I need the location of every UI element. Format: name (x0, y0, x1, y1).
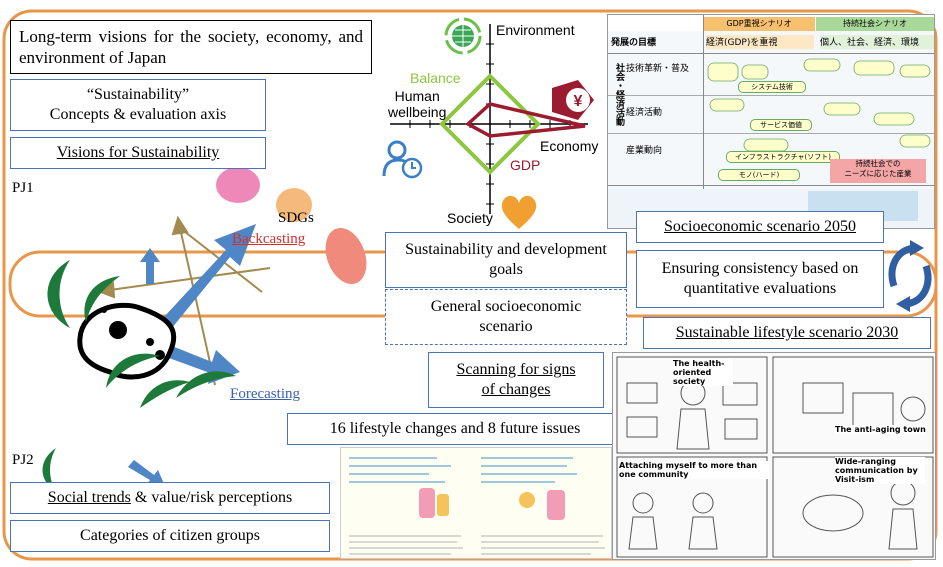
long-term-vision-box: Long-term visions for the society, econo… (10, 20, 372, 74)
sust-dev-goals-box: Sustainability and development goals (385, 232, 627, 288)
socio-2050-box: Socioeconomic scenario 2050 (636, 211, 884, 243)
cell-mono: モノ(ハード) (718, 169, 800, 181)
person-clock-icon (382, 140, 423, 179)
row-industry: 産業動向 (626, 146, 663, 156)
balance-label: Balance (410, 70, 461, 86)
cell-system: システム技術 (738, 81, 806, 93)
social-trends-rest: & value/risk perceptions (130, 489, 293, 506)
manga-widerange: Wide-ranging communication by Visit-ism (835, 457, 925, 484)
peach-blob (276, 188, 312, 222)
environment-label: Environment (496, 22, 575, 38)
value-notes-image (340, 447, 612, 559)
yen-icon: ¥ (552, 80, 594, 120)
human-wellbeing-label: Human wellbeing (388, 88, 446, 120)
lifestyle-2030-text: Sustainable lifestyle scenario 2030 (675, 324, 899, 341)
cycle-arrows-icon (888, 240, 932, 312)
ensuring-text: Ensuring consistency based on quantitati… (661, 260, 859, 297)
splat (77, 302, 177, 380)
gdp-shape (465, 102, 586, 138)
cell-service: サービス価値 (750, 119, 812, 131)
backcasting-label: Backcasting (232, 231, 306, 247)
heart-icon (501, 195, 537, 229)
society-label: Society (447, 210, 493, 226)
col-gdp-header: GDP重視シナリオ (703, 17, 815, 31)
social-trends-underlined: Social trends (47, 489, 131, 506)
economy-label: Economy (540, 138, 599, 154)
long-term-vision-text: Long-term visions for the society, econo… (19, 26, 363, 67)
sustainability-concept-box: “Sustainability” Concepts & evaluation a… (10, 79, 266, 131)
general-scenario-text: General socioeconomic scenario (430, 298, 582, 335)
socio-2050-text: Socioeconomic scenario 2050 (664, 218, 856, 235)
ensuring-box: Ensuring consistency based on quantitati… (636, 250, 884, 308)
scenario-table-image: GDP重視シナリオ 持続社会シナリオ 発展の目標 経済(GDP)を重視 個人、社… (607, 14, 935, 229)
scanning-line2: of changes (481, 381, 551, 398)
col-sustain-header: 持続社会シナリオ (816, 17, 934, 31)
yen-symbol: ¥ (574, 93, 583, 110)
pj1-label: PJ1 (12, 180, 34, 196)
goal-sustain: 個人、社会、経済、環境 (820, 35, 934, 49)
manga-anti-aging: The anti-aging town (835, 425, 926, 434)
cell-needs-line1: 持続社会での (855, 159, 901, 168)
row-tech: 技術革新・普及 (626, 64, 690, 74)
table-bubbles (707, 58, 931, 152)
human-label-line2: wellbeing (388, 104, 447, 121)
salmon-blob (325, 227, 367, 285)
gdp-label: GDP (510, 157, 541, 173)
social-trends-box: Social trends & value/risk perceptions (10, 482, 330, 514)
pj2-label: PJ2 (12, 452, 34, 468)
row-econ: 経済活動 (626, 108, 663, 118)
scanning-box: Scanning for signs of changes (428, 352, 604, 408)
globe-icon (444, 17, 482, 55)
side-label: 社会・経済活動 (610, 63, 624, 126)
manga-health: The health-oriented society (673, 359, 733, 386)
sustainability-subtitle: Concepts & evaluation axis (49, 106, 227, 123)
general-scenario-box: General socioeconomic scenario (385, 289, 627, 345)
cell-infra: インフラストラクチャ(ソフト) (726, 151, 840, 163)
sust-dev-goals-text: Sustainability and development goals (405, 241, 607, 278)
pink-blob (216, 167, 260, 203)
scanning-line1: Scanning for signs (456, 361, 576, 378)
lifestyle-changes-text: 16 lifestyle changes and 8 future issues (329, 420, 581, 437)
goal-gdp: 経済(GDP)を重視 (706, 35, 814, 49)
manga-attaching: Attaching myself to more than one commun… (619, 461, 769, 479)
lifestyle-2030-box: Sustainable lifestyle scenario 2030 (643, 317, 931, 349)
row-goal: 発展の目標 (611, 38, 657, 48)
visions-text: Visions for Sustainability (56, 144, 220, 161)
sdgs-label: SDGs (278, 210, 314, 226)
citizen-groups-text: Categories of citizen groups (80, 527, 260, 544)
radar-diagram (390, 24, 588, 214)
balance-diamond (439, 73, 541, 175)
citizen-groups-box: Categories of citizen groups (10, 520, 330, 552)
human-label-line1: Human (394, 88, 440, 104)
forecasting-label: Forecasting (230, 386, 300, 402)
lifestyle-changes-box: 16 lifestyle changes and 8 future issues (287, 413, 623, 445)
visions-box: Visions for Sustainability (10, 137, 266, 169)
cell-needs-line2: ニーズに応じた産業 (844, 168, 912, 178)
lifestyle-manga-image: The health-oriented society The anti-agi… (612, 352, 936, 560)
cell-needs: 持続社会での ニーズに応じた産業 (830, 159, 926, 183)
sustainability-title: “Sustainability” (86, 86, 190, 103)
notes-sketch (349, 457, 605, 555)
